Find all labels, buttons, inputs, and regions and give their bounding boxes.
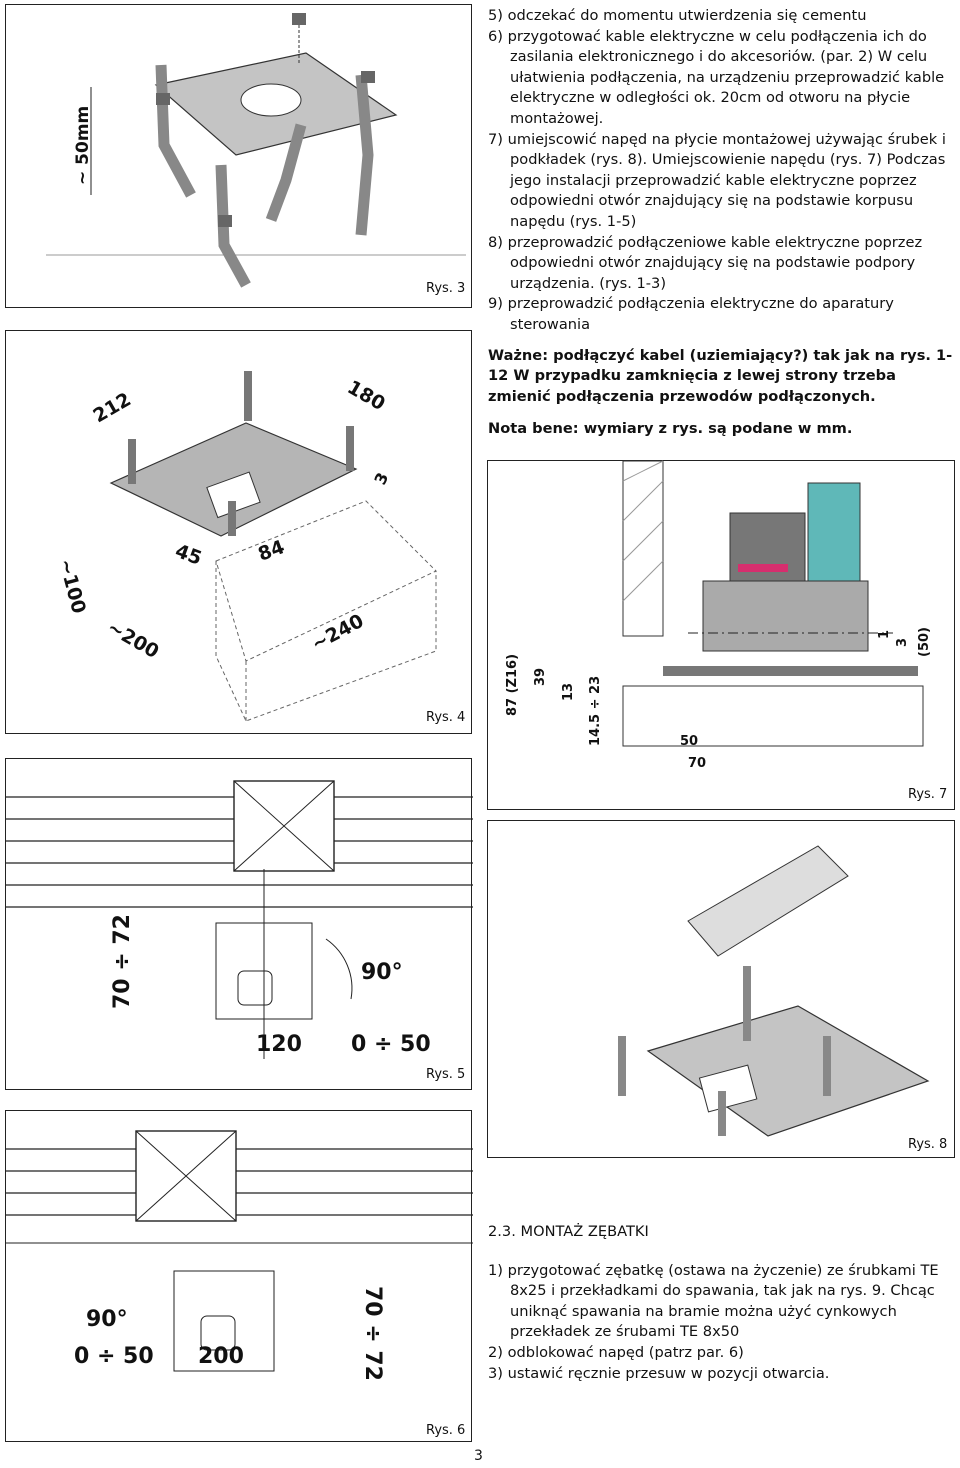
figure-rys7: 87 (Z16) 39 13 14.5 ÷ 23 50 70 1 3 (50) … (487, 460, 955, 810)
rys8-label: Rys. 8 (908, 1137, 948, 1152)
important-note: Ważne: podłączyć kabel (uziemiający?) ta… (488, 346, 953, 405)
rys4-dim-180: 180 (344, 376, 389, 415)
instructions-text: 5) odczekać do momentu utwierdzenia się … (488, 6, 954, 440)
step-5: 5) odczekać do momentu utwierdzenia się … (488, 7, 867, 24)
rys7-drawing: 87 (Z16) 39 13 14.5 ÷ 23 50 70 1 3 (50) (505, 460, 932, 771)
rys7-dim-50p: (50) (917, 627, 932, 657)
rys7-dim-87: 87 (Z16) (505, 654, 520, 716)
figure-rys4: 212 180 3 45 84 ~100 ~200 ~240 Rys. 4 (5, 330, 472, 734)
rys4-dim-3: 3 (370, 470, 392, 488)
rys5-drawing: 70 ÷ 72 90° 120 0 ÷ 50 (6, 780, 473, 1059)
rys7-label: Rys. 7 (908, 787, 948, 802)
rys6-dim-200: 200 (198, 1344, 244, 1369)
rys3-dim: ~ 50mm (73, 106, 93, 185)
zebatka-step-2: 2) odblokować napęd (patrz par. 6) (488, 1343, 744, 1361)
step-6: 6) przygotować kable elektryczne w celu … (488, 27, 945, 127)
step-9: 9) przeprowadzić podłączenia elektryczne… (488, 295, 894, 333)
rys4-dim-84: 84 (255, 536, 287, 566)
rys5-dim-120: 120 (256, 1032, 302, 1057)
rys7-dim-13: 13 (561, 683, 576, 701)
rys5-dim-050: 0 ÷ 50 (351, 1032, 431, 1057)
step-8: 8) przeprowadzić podłączeniowe kable ele… (488, 233, 923, 292)
figure-rys5: 70 ÷ 72 90° 120 0 ÷ 50 Rys. 5 (5, 758, 473, 1090)
rys6-drawing: 90° 70 ÷ 72 0 ÷ 50 200 (6, 1130, 473, 1381)
rys6-label: Rys. 6 (426, 1423, 466, 1438)
rys4-dim-100: ~100 (54, 557, 90, 616)
rys4-dim-45: 45 (172, 540, 204, 570)
figure-rys3: ~ 50mm Rys. 3 (5, 4, 472, 308)
rys4-dim-212: 212 (90, 388, 135, 427)
rys6-dim-90: 90° (86, 1307, 128, 1332)
figure-rys8: Rys. 8 (487, 820, 955, 1158)
rys6-dim-7072: 70 ÷ 72 (360, 1286, 385, 1381)
rys5-dim-90: 90° (361, 960, 403, 985)
rys3-drawing: ~ 50mm (46, 13, 466, 288)
rys4-dim-200: ~200 (104, 616, 163, 663)
rys4-drawing: 212 180 3 45 84 ~100 ~200 ~240 (54, 371, 437, 722)
rys7-dim-1: 1 (877, 630, 892, 639)
rys5-dim-7072: 70 ÷ 72 (110, 914, 135, 1009)
zebatka-step-3: 3) ustawić ręcznie przesuw w pozycji otw… (488, 1364, 830, 1382)
nota-bene: Nota bene: wymiary z rys. są podane w mm… (488, 420, 853, 438)
figure-rys6: 90° 70 ÷ 72 0 ÷ 50 200 Rys. 6 (5, 1110, 473, 1442)
rys4-dim-240: ~240 (308, 610, 367, 656)
page-number: 3 (474, 1448, 483, 1464)
rys7-dim-39: 39 (533, 668, 548, 686)
section-heading: 2.3. MONTAŻ ZĘBATKI (488, 1223, 649, 1240)
rys7-dim-50: 50 (680, 734, 698, 749)
zebatka-step-1: 1) przygotować zębatkę (ostawa na życzen… (488, 1261, 939, 1341)
rys7-dim-70: 70 (688, 756, 706, 771)
section-zebatka: 2.3. MONTAŻ ZĘBATKI 1) przygotować zębat… (488, 1222, 954, 1384)
rys3-label: Rys. 3 (426, 281, 466, 296)
rys5-label: Rys. 5 (426, 1067, 466, 1082)
rys8-drawing (618, 845, 930, 1137)
rys6-dim-050: 0 ÷ 50 (74, 1344, 154, 1369)
rys7-dim-3: 3 (895, 638, 910, 647)
rys7-dim-1452: 14.5 ÷ 23 (588, 676, 603, 746)
step-7: 7) umiejscowić napęd na płycie montażowe… (488, 130, 946, 230)
rys4-label: Rys. 4 (426, 710, 466, 725)
